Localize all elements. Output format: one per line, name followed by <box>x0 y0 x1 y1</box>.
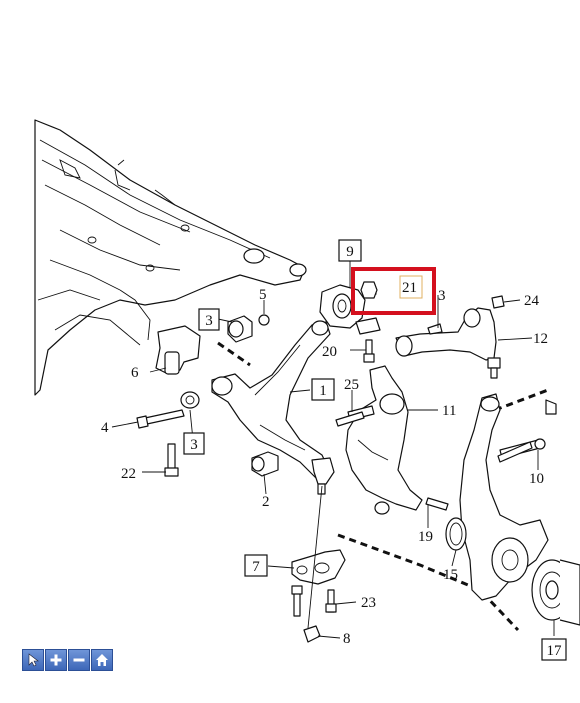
label-4: 4 <box>101 420 109 436</box>
label-6: 6 <box>131 365 139 381</box>
nut-21 <box>360 281 378 299</box>
bush-2 <box>251 451 279 477</box>
svg-text:3: 3 <box>205 313 213 329</box>
viewer-toolbar <box>22 649 113 671</box>
bracket-7 <box>291 549 346 643</box>
upper-control-arm <box>395 295 505 379</box>
label-22: 22 <box>121 466 136 482</box>
label-5: 5 <box>259 287 267 303</box>
svg-text:9: 9 <box>346 244 354 260</box>
label-25: 25 <box>344 377 359 393</box>
leader-lines <box>111 252 555 639</box>
svg-text:1: 1 <box>319 383 327 399</box>
label-12: 12 <box>533 331 548 347</box>
highlight-box <box>351 267 436 315</box>
label-21: 21 <box>402 280 417 296</box>
bush-parts <box>227 314 270 343</box>
highlight-label-box <box>399 275 423 299</box>
callout-1: 1 <box>311 378 335 401</box>
callout-7: 7 <box>244 554 268 577</box>
wheel-hub <box>531 559 580 626</box>
callout-3-top: 3 <box>198 308 220 331</box>
zoom-in-icon[interactable] <box>45 649 67 671</box>
svg-text:17: 17 <box>547 643 563 659</box>
bolts-misc <box>335 339 533 463</box>
label-15: 15 <box>443 567 458 583</box>
bolts-left <box>136 409 185 477</box>
bracket-6 <box>155 325 201 409</box>
label-8: 8 <box>343 631 351 647</box>
pointer-icon[interactable] <box>22 649 44 671</box>
label-19: 19 <box>418 529 433 545</box>
callout-9: 9 <box>338 239 362 262</box>
label-23: 23 <box>361 595 376 611</box>
zoom-out-icon[interactable] <box>68 649 90 671</box>
subframe <box>34 119 307 396</box>
svg-text:3: 3 <box>190 437 198 453</box>
callout-17: 17 <box>541 638 567 661</box>
label-20: 20 <box>322 344 337 360</box>
label-11: 11 <box>442 403 456 419</box>
callout-3-bottom: 3 <box>183 432 205 455</box>
svg-text:7: 7 <box>252 559 260 575</box>
label-10: 10 <box>529 471 544 487</box>
guide-lines <box>217 341 549 632</box>
home-icon[interactable] <box>91 649 113 671</box>
label-24: 24 <box>524 293 540 309</box>
label-3-right: 3 <box>438 288 446 304</box>
label-2: 2 <box>262 494 270 510</box>
